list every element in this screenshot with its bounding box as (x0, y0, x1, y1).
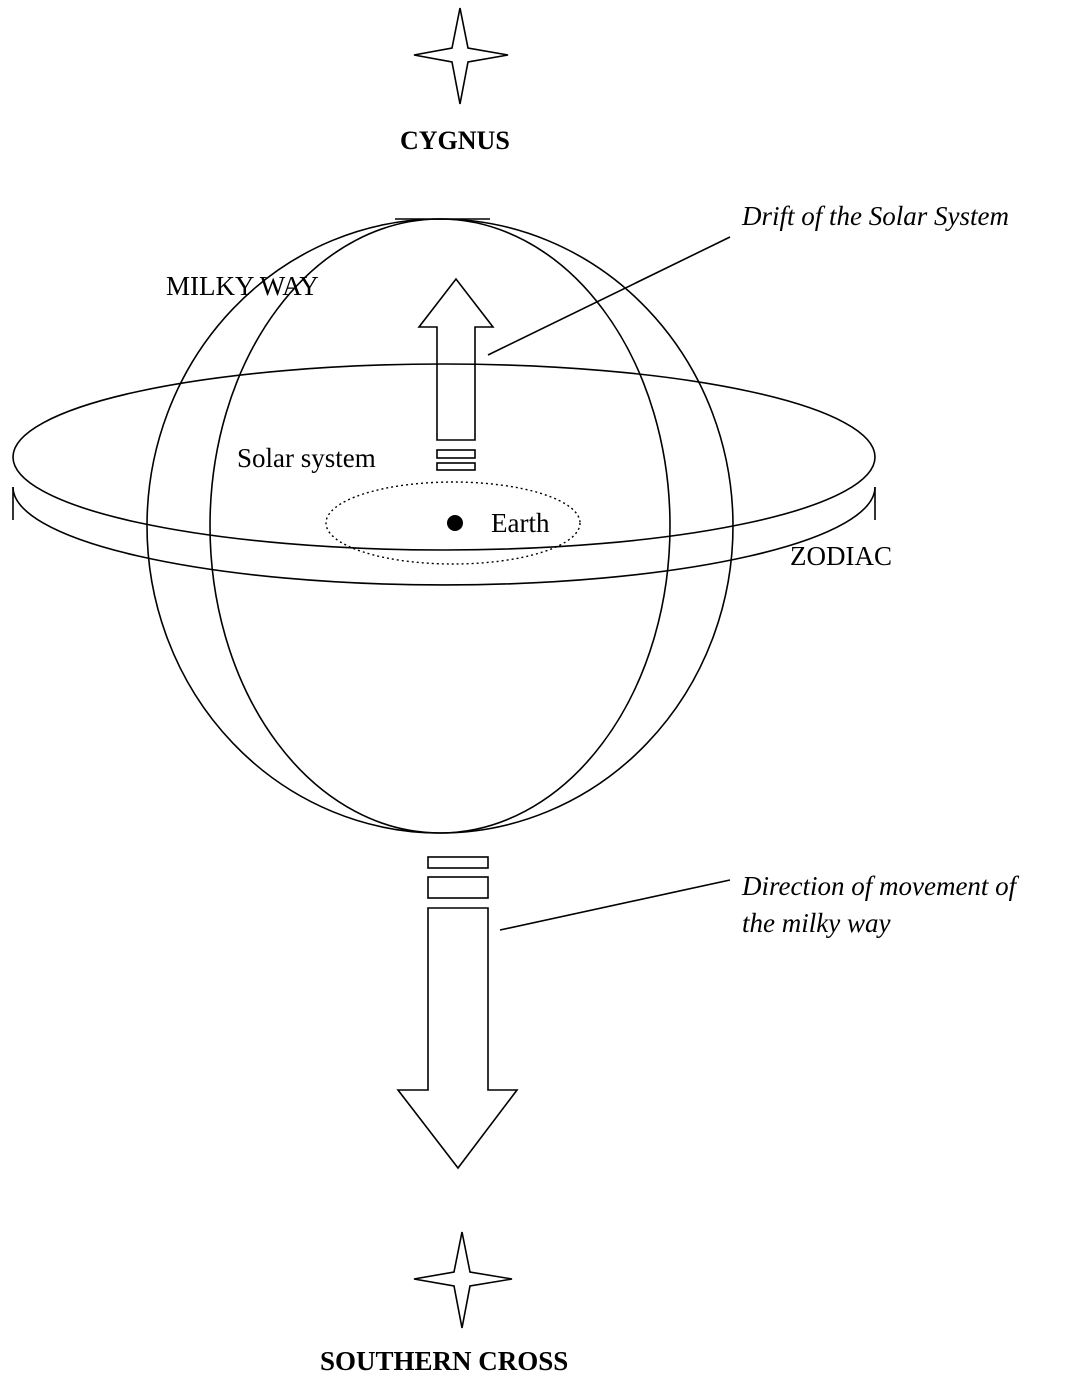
southern-cross-star-icon (413, 1231, 513, 1329)
zodiac-band (12, 363, 876, 586)
milky-way-label: MILKY WAY (166, 271, 319, 301)
drift-leader-line (487, 236, 731, 356)
movement-annotation-line1: Direction of movement of (742, 871, 1017, 901)
milky-way-band (146, 218, 734, 834)
earth-dot (447, 515, 463, 531)
movement-arrow (396, 856, 519, 1170)
cygnus-label: CYGNUS (400, 126, 510, 155)
earth-label: Earth (491, 508, 550, 538)
drift-arrow (417, 277, 495, 471)
drift-annotation: Drift of the Solar System (742, 201, 1009, 231)
southern-cross-label: SOUTHERN CROSS (320, 1346, 569, 1376)
solar-system-label: Solar system (237, 443, 376, 473)
zodiac-label: ZODIAC (790, 541, 892, 571)
movement-annotation-line2: the milky way (742, 908, 891, 938)
earth-orbit (325, 481, 581, 565)
cygnus-star-icon (413, 7, 509, 105)
movement-leader-line (499, 879, 731, 931)
